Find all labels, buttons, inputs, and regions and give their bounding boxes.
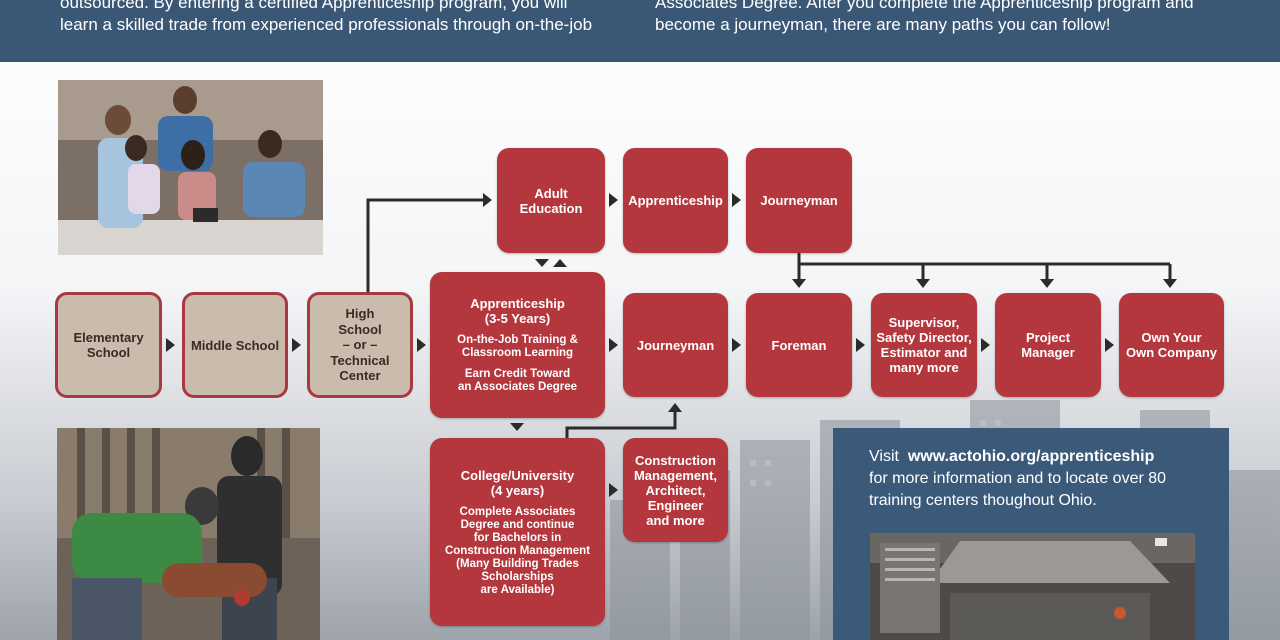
journeyman-top-box: Journeyman bbox=[746, 148, 852, 253]
apprenticeship-main-title-1: Apprenticeship bbox=[470, 296, 565, 311]
arrow-branch-foreman bbox=[792, 279, 806, 288]
visit-word: Visit bbox=[869, 448, 899, 465]
adult-education-box: Adult Education bbox=[497, 148, 605, 253]
header-left-text: outsourced. By entering a certified Appr… bbox=[60, 0, 592, 36]
apprenticeship-credit-1: Earn Credit Toward bbox=[464, 368, 571, 380]
college-detail-2: Degree and continue bbox=[460, 518, 575, 531]
college-detail-4: Construction Management bbox=[444, 544, 591, 557]
own-company-line-2: Own Company bbox=[1125, 345, 1217, 360]
high-school-box: High School – or – Technical Center bbox=[307, 292, 413, 398]
arrow-foreman-supervisor bbox=[856, 338, 865, 352]
own-company-line-1: Own Your bbox=[1141, 330, 1202, 345]
high-school-line-5: Center bbox=[339, 368, 381, 384]
adult-education-line-1: Adult bbox=[534, 185, 568, 201]
students-photo bbox=[58, 80, 323, 255]
apprenticeship-top-box: Apprenticeship bbox=[623, 148, 728, 253]
high-school-line-4: Technical bbox=[330, 352, 390, 368]
header-band: outsourced. By entering a certified Appr… bbox=[0, 0, 1280, 62]
elementary-school-label: Elementary School bbox=[73, 330, 144, 360]
arrow-college-journeyman-head bbox=[668, 403, 682, 412]
arrow-elementary-middle bbox=[166, 338, 175, 352]
journeyman-top-label: Journeyman bbox=[760, 193, 838, 208]
connector-college-journeyman bbox=[565, 410, 677, 438]
college-box: College/University (4 years) Complete As… bbox=[430, 438, 605, 626]
arrow-branch-owncompany bbox=[1163, 279, 1177, 288]
info-line-1: Visit www.actohio.org/apprenticeship bbox=[869, 446, 1214, 468]
supervisor-line-2: Safety Director, bbox=[876, 330, 972, 345]
apprenticeship-training-1: On-the-Job Training & bbox=[457, 334, 578, 346]
own-company-box: Own Your Own Company bbox=[1119, 293, 1224, 397]
foreman-box: Foreman bbox=[746, 293, 852, 397]
apprenticeship-top-label: Apprenticeship bbox=[628, 193, 723, 208]
journeyman-mid-box: Journeyman bbox=[623, 293, 728, 397]
header-right-line-2: become a journeyman, there are many path… bbox=[655, 15, 1111, 34]
supervisor-line-3: Estimator and bbox=[880, 345, 968, 360]
apprenticeship-main-title-2: (3-5 Years) bbox=[484, 311, 551, 326]
welding-photo bbox=[57, 428, 320, 640]
college-detail-1: Complete Associates bbox=[459, 505, 576, 518]
high-school-line-1: High bbox=[345, 306, 375, 322]
college-detail-5: (Many Building Trades bbox=[456, 557, 579, 570]
college-title-2: (4 years) bbox=[490, 482, 545, 498]
arrow-adult-apprenticeship bbox=[609, 193, 618, 207]
connector-high-adult bbox=[366, 198, 484, 292]
arrow-apprenticeship-journeyman-top bbox=[732, 193, 741, 207]
apprenticeship-training-2: Classroom Learning bbox=[461, 347, 574, 359]
construction-line-2: Management, bbox=[633, 467, 718, 483]
arrow-branch-pm bbox=[1040, 279, 1054, 288]
construction-management-box: Construction Management, Architect, Engi… bbox=[623, 438, 728, 542]
arrow-pm-owncompany bbox=[1105, 338, 1114, 352]
elementary-school-box: Elementary School bbox=[55, 292, 162, 398]
supervisor-line-4: many more bbox=[889, 360, 959, 375]
supervisor-box: Supervisor, Safety Director, Estimator a… bbox=[871, 293, 977, 397]
header-right-text: Associates Degree. After you complete th… bbox=[655, 0, 1194, 36]
arrow-middle-high bbox=[292, 338, 301, 352]
arrow-college-construction bbox=[609, 483, 618, 497]
construction-line-4: Engineer bbox=[647, 497, 704, 513]
apprenticeship-credit-2: an Associates Degree bbox=[457, 381, 578, 393]
construction-line-3: Architect, bbox=[645, 482, 706, 498]
journeyman-mid-label: Journeyman bbox=[636, 337, 715, 353]
construction-line-1: Construction bbox=[635, 452, 716, 468]
header-left-line-1: outsourced. By entering a certified Appr… bbox=[60, 0, 568, 12]
college-detail-3: for Bachelors in bbox=[473, 531, 562, 544]
college-detail-6: Scholarships bbox=[481, 570, 554, 583]
header-right-line-1: Associates Degree. After you complete th… bbox=[655, 0, 1194, 12]
middle-school-label: Middle School bbox=[190, 337, 280, 353]
apprenticeship-main-box: Apprenticeship (3-5 Years) On-the-Job Tr… bbox=[430, 272, 605, 418]
adult-education-line-2: Education bbox=[519, 200, 583, 216]
arrow-journeyman-foreman bbox=[732, 338, 741, 352]
website-link[interactable]: www.actohio.org/apprenticeship bbox=[907, 448, 1155, 465]
header-left-line-2: learn a skilled trade from experienced p… bbox=[60, 15, 593, 34]
college-detail-7: are Available) bbox=[480, 583, 555, 596]
project-manager-line-1: Project bbox=[1025, 330, 1071, 345]
arrow-supervisor-pm bbox=[981, 338, 990, 352]
arrow-down-small bbox=[535, 259, 549, 267]
info-panel: Visit www.actohio.org/apprenticeship for… bbox=[833, 428, 1229, 640]
middle-school-box: Middle School bbox=[182, 292, 288, 398]
info-text: Visit www.actohio.org/apprenticeship for… bbox=[869, 446, 1214, 512]
arrow-apprenticeship-journeyman bbox=[609, 338, 618, 352]
arrow-high-adult-head bbox=[483, 193, 492, 207]
construction-line-5: and more bbox=[646, 512, 705, 528]
kitchen-photo bbox=[870, 533, 1195, 640]
project-manager-line-2: Manager bbox=[1021, 345, 1075, 360]
college-title-1: College/University bbox=[460, 467, 575, 483]
arrow-apprenticeship-college bbox=[510, 423, 524, 431]
info-line-2: for more information and to locate over … bbox=[869, 470, 1167, 487]
supervisor-line-1: Supervisor, bbox=[888, 315, 960, 330]
info-line-3: training centers thoughout Ohio. bbox=[869, 492, 1097, 509]
arrow-high-apprenticeship bbox=[417, 338, 426, 352]
arrow-branch-supervisor bbox=[916, 279, 930, 288]
high-school-line-3: – or – bbox=[342, 337, 378, 353]
foreman-label: Foreman bbox=[771, 337, 827, 353]
high-school-line-2: School bbox=[338, 321, 382, 337]
project-manager-box: Project Manager bbox=[995, 293, 1101, 397]
arrow-up-small bbox=[553, 259, 567, 267]
